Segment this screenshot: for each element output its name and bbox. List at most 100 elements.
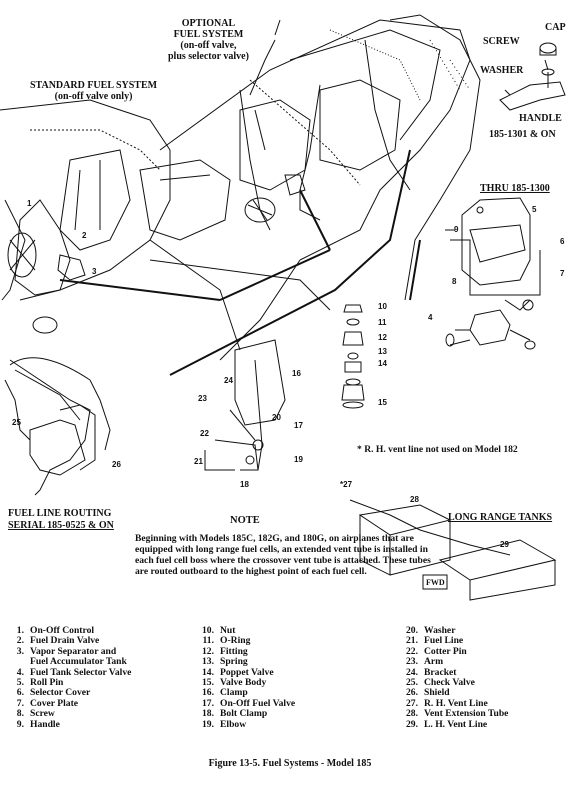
- cap-label: CAP: [545, 22, 566, 33]
- legend-item: 13.Spring: [192, 656, 295, 668]
- legend-item: 7.Cover Plate: [2, 697, 131, 709]
- legend-item: 22.Cotter Pin: [396, 645, 508, 657]
- legend-item-number: 2.: [16, 635, 24, 647]
- legend-item: 29.L. H. Vent Line: [396, 718, 508, 730]
- legend-item-number: [2, 657, 30, 667]
- legend-item: 1. On-Off Control: [2, 625, 131, 636]
- legend-item-text: Fuel Tank Selector Valve: [30, 666, 132, 678]
- legend-item-text: Fuel Accumulator Tank: [30, 656, 127, 668]
- legend-item-text: Roll Pin: [30, 677, 64, 689]
- legend-item-text: Selector Cover: [30, 687, 91, 699]
- legend-item-number: 24.: [406, 666, 418, 678]
- handle-assembly-drawing: [499, 42, 566, 111]
- legend-item: 18.Bolt Clamp: [192, 708, 295, 719]
- legend-item-number: 6.: [16, 687, 24, 699]
- legend-item: 28.Vent Extension Tube: [396, 708, 508, 720]
- callout-number: 16: [292, 369, 301, 378]
- legend-item-text: Check Valve: [424, 677, 475, 689]
- legend-item: 11.O-Ring: [192, 635, 295, 647]
- legend-item-text: R. H. Vent Line: [424, 697, 488, 709]
- legend-item-number: 28.: [406, 708, 418, 720]
- legend-item-text: On-Off Fuel Valve: [220, 697, 296, 709]
- legend-item-text: Handle: [30, 718, 60, 730]
- legend-item-number: 14.: [202, 666, 214, 678]
- optional-system-label: OPTIONAL FUEL SYSTEM (on-off valve, plus…: [168, 18, 249, 62]
- legend-item: 23. Arm: [396, 656, 508, 668]
- legend-item-number: 17.: [202, 697, 214, 709]
- callout-number: 12: [378, 333, 387, 342]
- callout-number: 28: [410, 495, 419, 504]
- legend-item: 24. Bracket: [396, 666, 508, 678]
- legend-item-text: Fitting: [220, 645, 248, 657]
- standard-system-label: STANDARD FUEL SYSTEM (on-off valve only): [30, 80, 158, 102]
- serial-routing-label: SERIAL 185-0525 & ON: [8, 520, 114, 531]
- legend-item: 6. Selector Cover: [2, 687, 131, 699]
- screw-label: SCREW: [483, 36, 520, 47]
- callout-number: 6: [560, 237, 565, 246]
- long-range-tanks-drawing: [349, 499, 557, 601]
- callout-number: 17: [294, 421, 303, 430]
- legend-item: 14.Poppet Valve: [192, 666, 295, 678]
- legend-item-text: Spring: [220, 656, 248, 668]
- callout-number: 1: [27, 199, 32, 208]
- callout-number: 22: [200, 429, 209, 438]
- legend-item-number: 22.: [406, 645, 418, 657]
- legend-item-number: 10.: [202, 625, 214, 636]
- legend-item-number: 1.: [16, 625, 24, 636]
- callout-number: 19: [294, 455, 303, 464]
- washer-label: WASHER: [480, 65, 524, 76]
- legend-item: 25.Check Valve: [396, 677, 508, 689]
- legend-item-number: 20.: [406, 625, 418, 636]
- legend-item-number: 12.: [202, 645, 214, 657]
- figure-caption: Figure 13-5. Fuel Systems - Model 185: [208, 758, 372, 769]
- legend-item-number: 11.: [202, 635, 214, 647]
- callout-number: 15: [378, 398, 387, 407]
- callout-number: 3: [92, 267, 97, 276]
- legend-item: 3.Vapor Separator and: [2, 645, 131, 657]
- note-title: NOTE: [230, 515, 260, 526]
- fuel-valve-drawing: [204, 339, 286, 471]
- legend-item: Fuel Accumulator Tank: [2, 656, 131, 668]
- callout-number: 21: [194, 457, 203, 466]
- callout-number: 26: [112, 460, 121, 469]
- legend-item-text: Bracket: [424, 666, 457, 678]
- legend-item: 27.R. H. Vent Line: [396, 697, 508, 709]
- poppet-valve-stack-drawing: [341, 304, 365, 409]
- callout-number: 2: [82, 231, 87, 240]
- fuel-line-routing-label: FUEL LINE ROUTING: [8, 508, 112, 519]
- legend-item-text: L. H. Vent Line: [424, 718, 488, 730]
- serial-thru-label: THRU 185-1300: [480, 183, 550, 194]
- legend-item-text: Valve Body: [220, 677, 267, 689]
- legend-item-number: 5.: [16, 677, 24, 689]
- legend-item-text: Nut: [220, 625, 236, 636]
- legend-item-number: 9.: [16, 718, 24, 730]
- callout-number: 13: [378, 347, 387, 356]
- legend-item-number: 8.: [16, 708, 24, 720]
- callout-number: 25: [12, 418, 21, 427]
- legend-item-number: 23.: [406, 656, 418, 668]
- callout-number: 14: [378, 359, 387, 368]
- legend-item-text: Elbow: [220, 718, 247, 730]
- long-range-tanks-label: LONG RANGE TANKS: [448, 512, 553, 523]
- legend-item: 8. Screw: [2, 708, 131, 720]
- legend-item: 10. Nut: [192, 625, 295, 636]
- legend-item-number: 4.: [16, 666, 24, 678]
- optional-airplane-drawing: [159, 14, 481, 301]
- legend-item-number: 7.: [16, 697, 24, 709]
- serial-after-label: 185-1301 & ON: [489, 129, 556, 140]
- legend-item: 15. Valve Body: [192, 677, 295, 689]
- callout-number: 23: [198, 394, 207, 403]
- callout-number: 29: [500, 540, 509, 549]
- legend-item-text: Clamp: [220, 687, 248, 699]
- legend-item-number: 3.: [16, 645, 24, 657]
- legend-item-number: 15.: [202, 677, 214, 689]
- callout-number: 7: [560, 269, 565, 278]
- legend-item-text: Screw: [30, 708, 55, 720]
- legend-item-text: On-Off Control: [30, 625, 95, 636]
- note-body: Beginning with Models 185C, 182G, and 18…: [135, 533, 431, 577]
- legend-item-text: Fuel Drain Valve: [30, 635, 100, 647]
- legend-item-text: Washer: [424, 625, 456, 636]
- legend-item-text: Arm: [424, 656, 444, 668]
- legend-item-number: 19.: [202, 718, 214, 730]
